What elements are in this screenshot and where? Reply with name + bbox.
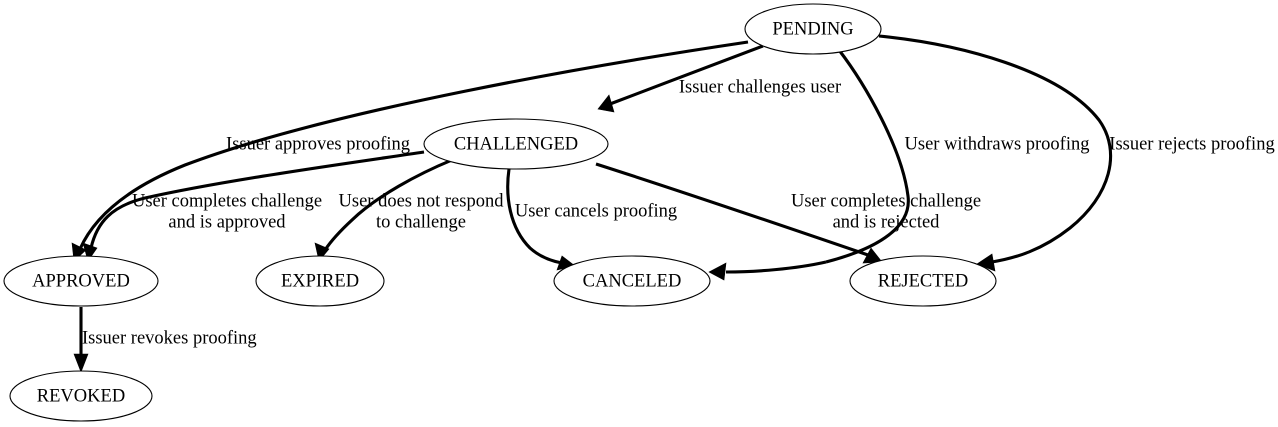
edge-pending-canceled (708, 49, 910, 281)
edge-label-user-completes-challenge-rejected-line1: User completes challenge (791, 191, 981, 211)
node-pending-label: PENDING (772, 19, 853, 39)
edge-pending-challenged-path (609, 44, 764, 106)
edge-pending-approved-path (78, 40, 749, 250)
node-pending[interactable]: PENDING (744, 3, 882, 55)
node-canceled-ellipse[interactable] (553, 255, 711, 307)
node-approved[interactable]: APPROVED (3, 255, 159, 307)
edge-pending-canceled-arrowhead (708, 262, 727, 281)
edge-challenged-canceled-path (506, 168, 563, 265)
node-expired[interactable]: EXPIRED (255, 255, 385, 307)
edge-pending-rejected-arrowhead (976, 253, 996, 272)
edge-label-user-completes-challenge-rejected-line2: and is rejected (833, 212, 941, 232)
node-revoked-label: REVOKED (37, 386, 125, 406)
edge-pending-canceled-tail (725, 260, 827, 274)
edge-challenged-approved-arrowhead (82, 242, 98, 262)
edge-label-user-completes-challenge-approved-line2: and is approved (168, 212, 286, 232)
node-challenged-label: CHALLENGED (454, 134, 578, 154)
edge-challenged-approved-path (89, 150, 425, 249)
edge-approved-revoked-arrowhead (73, 353, 89, 373)
node-challenged-ellipse[interactable] (423, 118, 609, 170)
edge-pending-challenged (597, 44, 764, 113)
node-rejected-label: REJECTED (878, 271, 968, 291)
node-challenged[interactable]: CHALLENGED (423, 118, 609, 170)
edge-label-user-withdraws-proofing: User withdraws proofing (905, 134, 1090, 154)
node-approved-ellipse[interactable] (3, 255, 159, 307)
edge-label-issuer-challenges-user: Issuer challenges user (679, 77, 841, 97)
edge-labels-layer: Issuer approves proofing Issuer challeng… (82, 77, 1275, 348)
edge-label-user-completes-challenge-approved-line1: User completes challenge (132, 191, 322, 211)
node-revoked[interactable]: REVOKED (9, 370, 153, 422)
nodes-layer: PENDING CHALLENGED APPROVED EXPIRED CANC… (3, 3, 997, 422)
edge-pending-canceled-path (825, 49, 910, 264)
edge-label-user-cancels-proofing: User cancels proofing (515, 201, 677, 221)
edge-label-issuer-approves-proofing: Issuer approves proofing (226, 134, 410, 154)
node-canceled[interactable]: CANCELED (553, 255, 711, 307)
node-revoked-ellipse[interactable] (9, 370, 153, 422)
node-rejected[interactable]: REJECTED (849, 255, 997, 307)
node-rejected-ellipse[interactable] (849, 255, 997, 307)
edge-challenged-approved (82, 150, 425, 262)
edges-layer (71, 34, 1113, 373)
node-approved-label: APPROVED (32, 271, 130, 291)
edge-pending-rejected-path (878, 34, 1113, 264)
edge-label-issuer-revokes-proofing: Issuer revokes proofing (82, 328, 257, 348)
edge-label-user-does-not-respond-line2: to challenge (376, 212, 466, 232)
node-pending-ellipse[interactable] (744, 3, 882, 55)
edge-approved-revoked (73, 307, 89, 373)
node-expired-label: EXPIRED (281, 271, 359, 291)
node-expired-ellipse[interactable] (255, 255, 385, 307)
edge-challenged-expired-path (323, 158, 453, 251)
node-canceled-label: CANCELED (583, 271, 682, 291)
edge-label-issuer-rejects-proofing: Issuer rejects proofing (1109, 134, 1274, 154)
edge-pending-rejected (878, 34, 1113, 272)
edge-challenged-rejected-path (595, 162, 869, 257)
edge-label-user-does-not-respond-line1: User does not respond (339, 191, 505, 211)
edge-pending-challenged-arrowhead (597, 94, 615, 113)
